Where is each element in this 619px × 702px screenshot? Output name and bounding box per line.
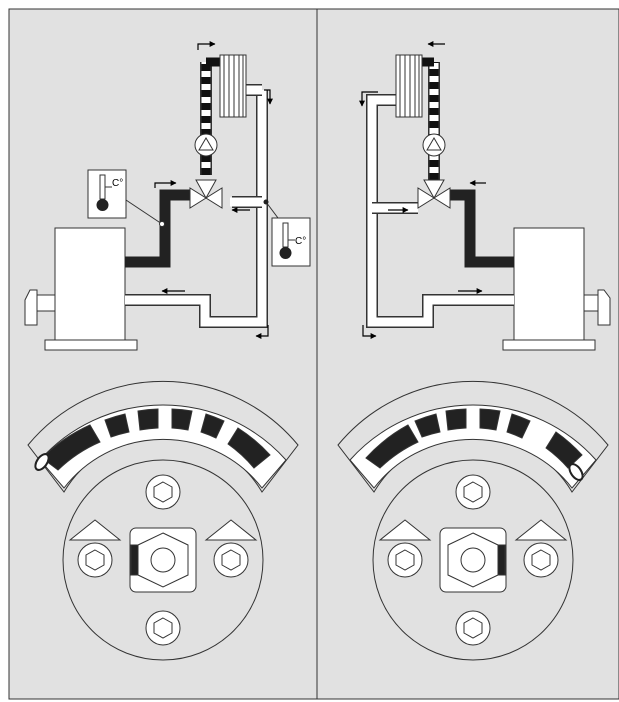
left-schematic: C° C° — [24, 41, 311, 351]
hex-bolt-icon — [77, 542, 113, 578]
radiator-icon — [395, 54, 423, 118]
right-valve-dial — [337, 380, 609, 661]
hex-bolt-icon — [145, 610, 181, 646]
hex-bolt-icon — [145, 474, 181, 510]
hex-bolt-icon — [387, 542, 423, 578]
thermometer-label: C° — [112, 178, 123, 189]
boiler-icon — [513, 227, 585, 341]
thermometer-icon: C° — [271, 217, 311, 267]
return-pipe-cold — [125, 84, 268, 328]
left-valve-dial — [27, 380, 299, 661]
thermometer-icon: C° — [87, 169, 127, 219]
supply-pipe-hot — [450, 189, 514, 268]
pump-icon — [194, 133, 218, 157]
radiator-icon — [219, 54, 247, 118]
hex-bolt-icon — [455, 474, 491, 510]
return-pipe-cold — [366, 94, 514, 328]
pump-icon — [422, 133, 446, 157]
right-schematic — [359, 41, 611, 351]
thermometer-label: C° — [295, 236, 306, 247]
flow-arrow-icon — [154, 41, 273, 339]
boiler-icon — [54, 227, 126, 341]
mixing-valve-icon — [189, 179, 223, 209]
hex-bolt-icon — [455, 610, 491, 646]
boiler-base — [502, 339, 596, 351]
hex-bolt-icon — [213, 542, 249, 578]
boiler-base — [44, 339, 138, 351]
burner-icon — [583, 289, 611, 326]
flow-arrow-icon — [359, 41, 486, 339]
mixing-valve-icon — [417, 179, 451, 209]
hex-bolt-icon — [523, 542, 559, 578]
burner-icon — [24, 289, 56, 326]
supply-pipe-hot — [125, 189, 190, 268]
